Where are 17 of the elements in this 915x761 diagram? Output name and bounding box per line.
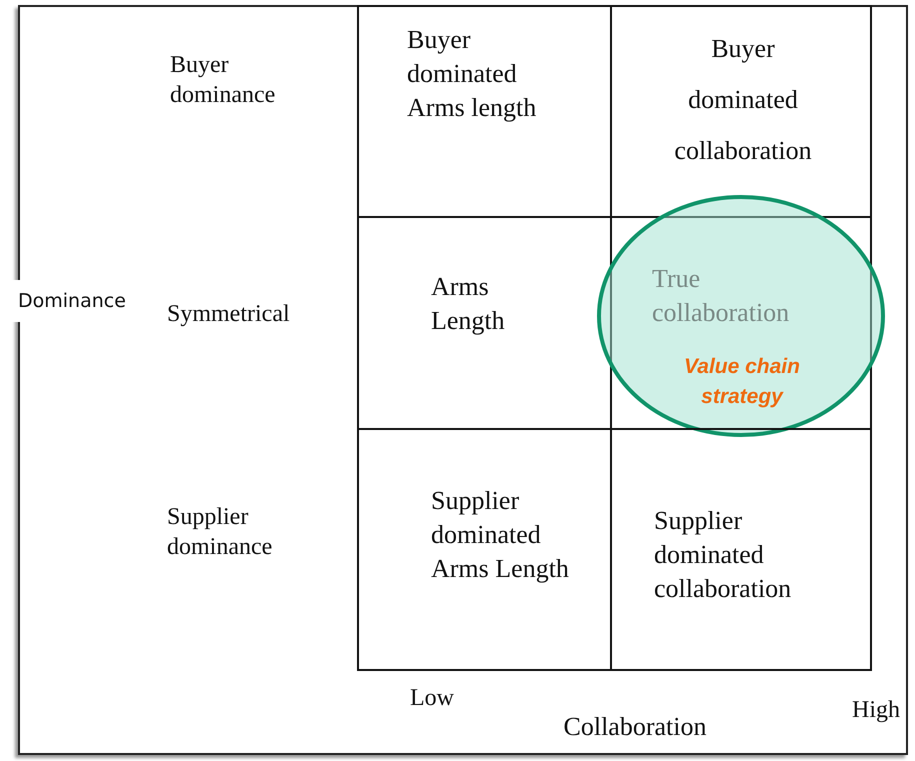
matrix-cell	[357, 428, 612, 671]
axis-title: Collaboration	[562, 712, 708, 742]
row-label: Supplier dominance	[167, 503, 274, 562]
axis-tick-label: Low	[410, 684, 455, 713]
cell-text: Arms Length	[431, 271, 506, 337]
cell-text: Buyer dominated collaboration	[673, 33, 813, 167]
matrix-cell	[610, 428, 872, 671]
row-label: Buyer dominance	[170, 51, 276, 110]
cell-text: True collaboration	[652, 263, 790, 329]
strategy-label: Value chain strategy	[683, 354, 801, 410]
matrix-cell	[357, 5, 612, 218]
cell-text: Buyer dominated Arms length	[407, 24, 538, 124]
row-label: Symmetrical	[167, 300, 291, 329]
axis-tick-label: High	[852, 696, 901, 725]
cell-text: Supplier dominated Arms Length	[431, 485, 570, 585]
matrix-cell	[610, 5, 872, 218]
cell-text: Supplier dominated collaboration	[654, 505, 792, 605]
